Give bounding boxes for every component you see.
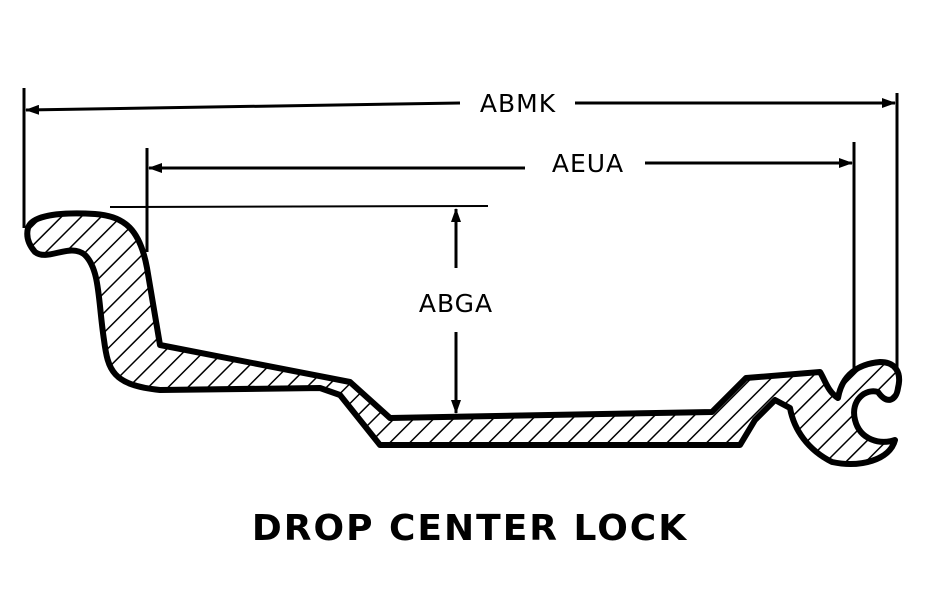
drop-depth-label: ABGA: [419, 289, 493, 318]
overall-width-label: ABMK: [480, 89, 556, 118]
overall-width-left-arrow: [25, 101, 461, 115]
diagram-caption: DROP CENTER LOCK: [252, 508, 688, 549]
inner-width-label: AEUA: [552, 149, 624, 178]
drop-depth-dimension: ABGA: [109, 205, 493, 414]
inner-width-dimension: AEUA: [145, 142, 856, 370]
drop-depth-reference-line: [109, 205, 489, 208]
rim-profile-section: [24, 210, 902, 467]
overall-width-dimension: ABMK: [22, 88, 899, 372]
